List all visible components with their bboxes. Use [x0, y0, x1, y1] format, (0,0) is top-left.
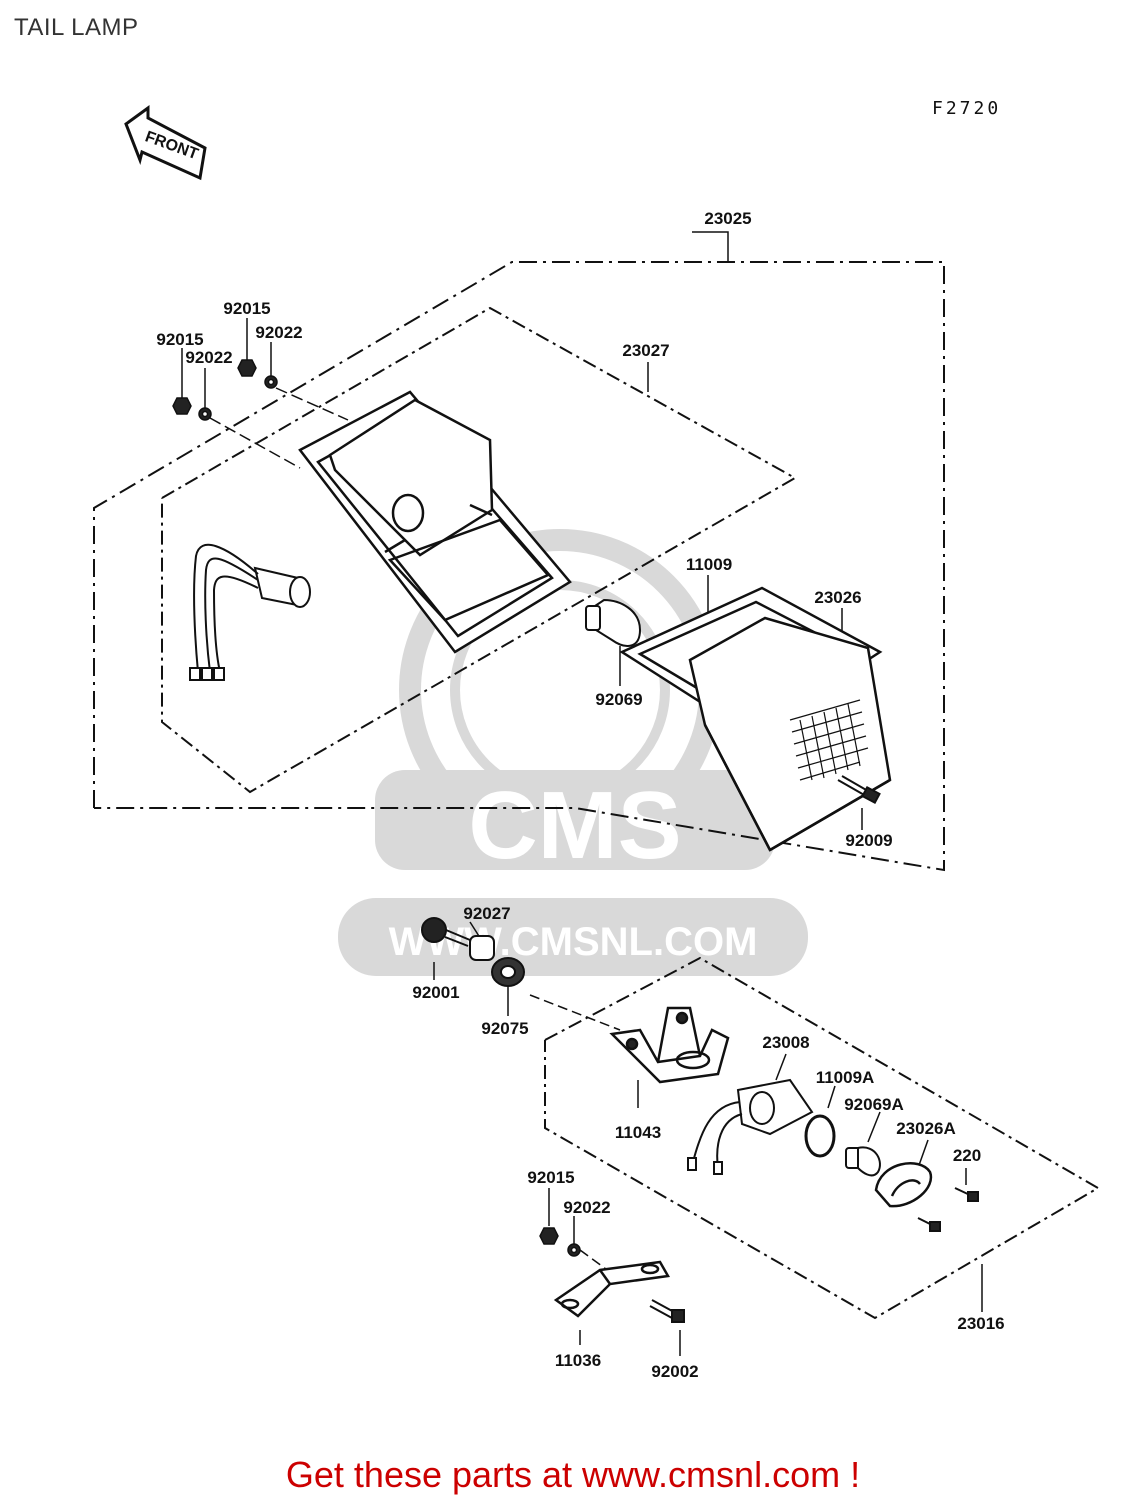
- tail-lamp-housing: [298, 390, 572, 654]
- part-label-11009A: 11009A: [816, 1068, 875, 1087]
- gasket-11009A: [804, 1114, 836, 1158]
- leader-lines: [181, 231, 983, 1356]
- front-arrow-icon: FRONT: [124, 105, 207, 181]
- part-label-92009: 92009: [845, 831, 892, 850]
- socket-with-wires: [189, 543, 311, 681]
- nuts-washers-lower: [539, 1227, 581, 1257]
- assembly-outline-23016: [544, 956, 1100, 1320]
- nuts-washers-upper: [172, 359, 278, 421]
- part-label-92075: 92075: [481, 1019, 528, 1038]
- part-label-92069A: 92069A: [844, 1095, 904, 1114]
- socket-23008: [687, 1078, 814, 1175]
- screw-92009: [837, 775, 881, 805]
- assembly-outline-23025: [93, 261, 945, 872]
- diagram-code: F2720: [932, 98, 1002, 119]
- part-label-92069: 92069: [595, 690, 642, 709]
- part-label-92027: 92027: [463, 904, 510, 923]
- page-title: TAIL LAMP: [14, 14, 139, 41]
- part-label-92015-c: 92015: [527, 1168, 574, 1187]
- bulb-92069: [585, 598, 642, 647]
- bracket-11043: [609, 1006, 730, 1084]
- part-labels: 23025 23027 92015 92022 92015 92022 1100…: [156, 209, 1004, 1381]
- part-label-11043: 11043: [615, 1123, 661, 1142]
- parts-diagram: CMS WWW.CMSNL.COM FRONT: [93, 105, 1100, 1381]
- part-label-23026A: 23026A: [896, 1119, 956, 1138]
- part-label-23027: 23027: [622, 341, 669, 360]
- bulb-92069A: [845, 1146, 881, 1177]
- part-label-92022-c: 92022: [563, 1198, 610, 1217]
- lens-grid: [789, 699, 869, 781]
- part-label-92022-a: 92022: [255, 323, 302, 342]
- bracket-11036: [553, 1260, 671, 1318]
- part-label-11009: 11009: [686, 555, 732, 574]
- part-label-92002: 92002: [651, 1362, 698, 1381]
- part-label-23026: 23026: [814, 588, 861, 607]
- footer-link[interactable]: Get these parts at www.cmsnl.com !: [285, 1454, 861, 1495]
- part-label-92022-b: 92022: [185, 348, 232, 367]
- part-label-220: 220: [953, 1146, 981, 1165]
- watermark-brand: CMS: [468, 772, 681, 879]
- part-label-92015-a: 92015: [223, 299, 270, 318]
- lens-23026A: [874, 1162, 933, 1208]
- part-label-92001: 92001: [412, 983, 459, 1002]
- part-label-23016: 23016: [957, 1314, 1004, 1333]
- part-label-92015-b: 92015: [156, 330, 203, 349]
- bolt-92002: [649, 1299, 685, 1323]
- bolt-collar-grommet: [421, 917, 525, 987]
- part-label-23008: 23008: [762, 1033, 809, 1052]
- watermark-url: WWW.CMSNL.COM: [389, 920, 758, 964]
- part-label-23025: 23025: [704, 209, 751, 228]
- part-label-11036: 11036: [555, 1351, 601, 1370]
- screws-220: [917, 1187, 979, 1232]
- lens-23026: [619, 586, 892, 852]
- assembly-outline-23027: [161, 306, 798, 794]
